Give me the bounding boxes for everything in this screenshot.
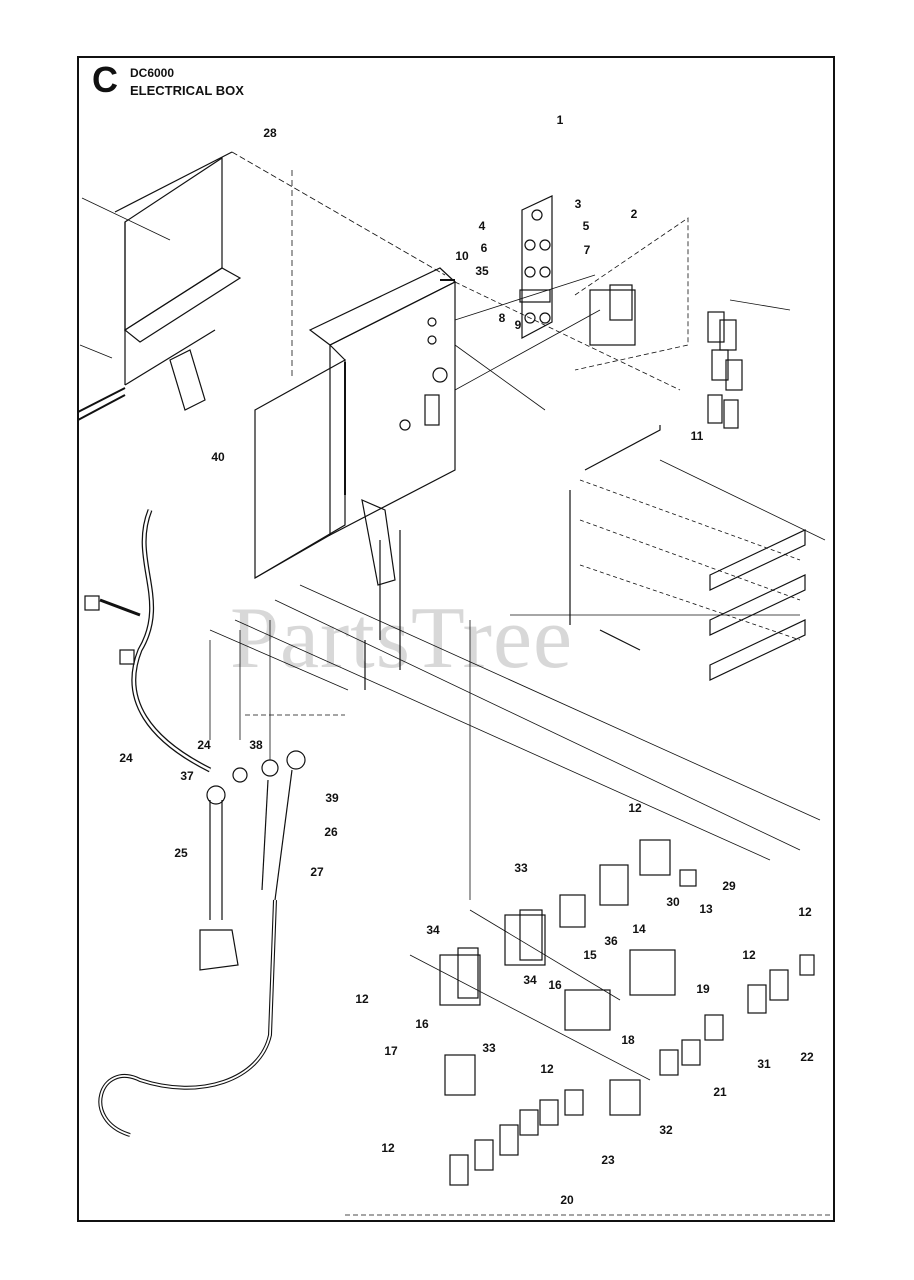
relay-cluster [707,299,791,429]
callout-label: 8 [498,311,506,325]
callout-label: 29 [722,879,736,893]
cable-glands [98,750,306,1137]
callout-label: 12 [628,801,642,815]
callout-label: 32 [659,1123,673,1137]
callout-label: 35 [475,264,489,278]
callout-label: 4 [478,219,486,233]
callout-label: 19 [696,982,710,996]
callout-label: 12 [381,1141,395,1155]
callout-label: 9 [514,318,522,332]
contactor-components [409,839,815,1186]
callout-label: 24 [197,738,211,752]
callout-label: 1 [556,113,564,127]
callout-label: 23 [601,1153,615,1167]
callout-label: 26 [324,825,338,839]
callout-label: 11 [690,429,704,443]
callout-label: 20 [560,1193,574,1207]
terminal-block-assembly [519,195,689,371]
callout-label: 17 [384,1044,398,1058]
wire-harness [84,509,212,773]
callout-label: 12 [798,905,812,919]
callout-label: 39 [325,791,339,805]
callout-label: 34 [523,973,537,987]
callout-label: 25 [174,846,188,860]
callout-label: 28 [263,126,277,140]
diagram-frame [77,56,835,1222]
callout-label: 3 [574,197,582,211]
callout-label: 12 [742,948,756,962]
callout-label: 38 [249,738,263,752]
callout-label: 33 [514,861,528,875]
callout-label: 7 [583,243,591,257]
callout-label: 40 [211,450,225,464]
callout-label: 37 [180,769,194,783]
callout-label: 12 [540,1062,554,1076]
callout-label: 22 [800,1050,814,1064]
callout-label: 21 [713,1085,727,1099]
callout-label: 33 [482,1041,496,1055]
electrical-box-housing [254,267,457,690]
callout-label: 12 [355,992,369,1006]
cover-panel [77,151,446,421]
explode-lines [209,274,830,1216]
callout-label: 15 [583,948,597,962]
callout-label: 16 [415,1017,429,1031]
section-letter: C [92,59,118,100]
callout-label: 30 [666,895,680,909]
callout-label: 24 [119,751,133,765]
callout-label: 5 [582,219,590,233]
callout-label: 16 [548,978,562,992]
callout-label: 10 [455,249,469,263]
callout-label: 2 [630,207,638,221]
callout-label: 14 [632,922,646,936]
callout-label: 6 [480,241,488,255]
diagram-title: ELECTRICAL BOX [130,83,244,98]
callout-label: 13 [699,902,713,916]
model-number: DC6000 [130,66,175,80]
callout-label: 18 [621,1033,635,1047]
callout-label: 31 [757,1057,771,1071]
callout-label: 34 [426,923,440,937]
callout-label: 36 [604,934,618,948]
mounting-plate [569,425,806,681]
callout-label: 27 [310,865,324,879]
